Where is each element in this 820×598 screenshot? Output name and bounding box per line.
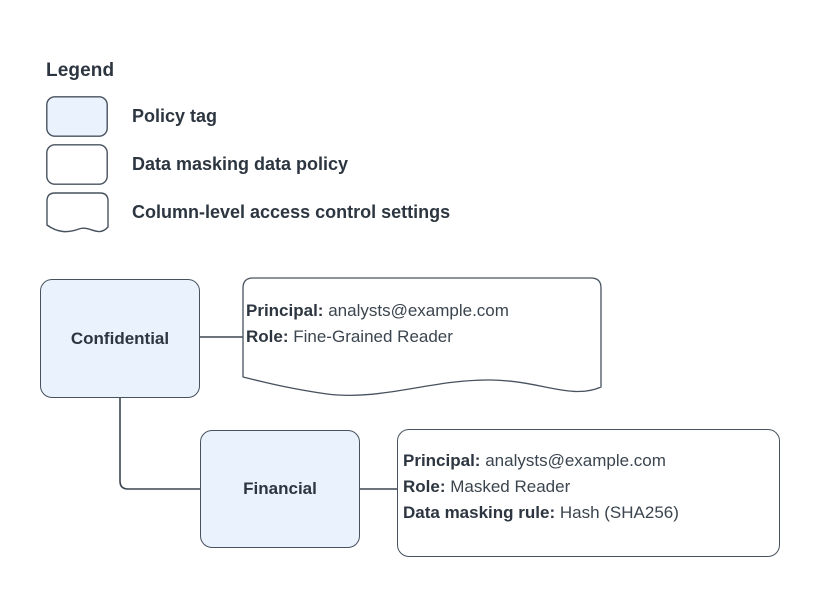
callout-value: analysts@example.com xyxy=(485,451,666,470)
callout-confidential-access-text: Principal: analysts@example.com Role: Fi… xyxy=(246,298,509,350)
callout-value: analysts@example.com xyxy=(328,301,509,320)
callout-line: Role: Fine-Grained Reader xyxy=(246,324,509,350)
callout-line: Data masking rule: Hash (SHA256) xyxy=(403,500,679,526)
callout-key: Role: xyxy=(403,477,446,496)
callout-key: Principal: xyxy=(403,451,481,470)
policy-tag-swatch-icon xyxy=(46,96,108,137)
edge-confidential-to-financial xyxy=(119,398,200,490)
node-confidential[interactable]: Confidential xyxy=(40,279,200,398)
legend-title: Legend xyxy=(46,60,115,81)
node-confidential-label: Confidential xyxy=(70,328,170,348)
wavy-callout-shape xyxy=(242,277,602,397)
callout-line: Principal: analysts@example.com xyxy=(246,298,509,324)
callout-key: Principal: xyxy=(246,301,324,320)
callout-key: Data masking rule: xyxy=(403,503,556,522)
callout-confidential-access[interactable] xyxy=(242,277,604,401)
callout-key: Role: xyxy=(246,327,289,346)
callout-line: Role: Masked Reader xyxy=(403,474,679,500)
column-access-settings-swatch-icon xyxy=(46,192,109,233)
callout-value: Fine-Grained Reader xyxy=(293,327,453,346)
legend-label-data-masking-policy: Data masking data policy xyxy=(132,154,349,174)
node-financial[interactable]: Financial xyxy=(200,430,360,548)
legend-label-column-access-settings: Column-level access control settings xyxy=(132,202,451,222)
callout-financial-masking-text: Principal: analysts@example.com Role: Ma… xyxy=(403,448,679,526)
callout-value: Hash (SHA256) xyxy=(559,503,679,522)
callout-value: Masked Reader xyxy=(450,477,571,496)
callout-line: Principal: analysts@example.com xyxy=(403,448,679,474)
legend-label-policy-tag: Policy tag xyxy=(132,106,218,126)
node-financial-label: Financial xyxy=(243,479,317,498)
data-masking-policy-swatch-icon xyxy=(46,144,108,185)
callout-financial-masking[interactable] xyxy=(397,429,780,557)
